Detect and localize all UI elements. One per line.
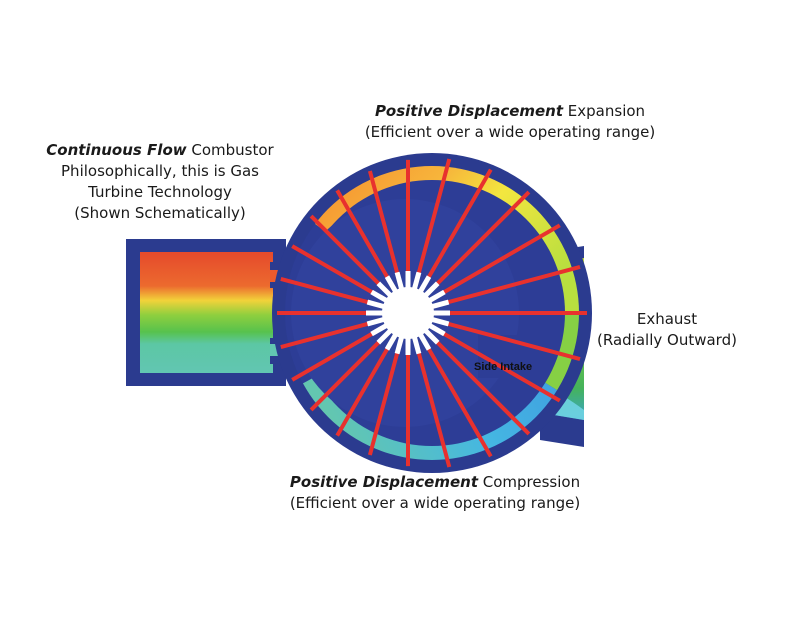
combustor-label-bold: Continuous Flow	[46, 141, 187, 159]
hub-slot	[422, 299, 450, 312]
rotor-vane	[434, 339, 531, 436]
hub-slot	[420, 289, 446, 308]
expansion-label-rest: Expansion	[563, 102, 646, 120]
hub-slot	[394, 327, 407, 355]
hub-slot	[366, 299, 394, 312]
hub-slot	[370, 318, 396, 337]
rotor-vane	[309, 214, 382, 287]
rotor-vane	[367, 351, 400, 456]
hub-slot	[376, 281, 399, 304]
expansion-label: Positive Displacement Expansion (Efficie…	[300, 101, 720, 143]
hub-slot	[413, 325, 432, 351]
rotor-vane	[441, 223, 561, 295]
combustor-label-rest: Combustor	[186, 141, 274, 159]
rotor-vane	[416, 351, 452, 468]
rotor-vane	[335, 189, 390, 280]
expansion-label-bold: Positive Displacement	[374, 102, 564, 120]
exhaust-label-line2: (Radially Outward)	[597, 331, 737, 349]
rotor-vane	[446, 321, 581, 362]
rotor-vane	[426, 346, 493, 458]
rotor-vane	[280, 276, 370, 305]
combustor-label: Continuous Flow Combustor Philosophicall…	[30, 140, 290, 224]
combustor-label-line3: Turbine Technology	[88, 183, 232, 201]
vane-group	[277, 158, 587, 468]
rotor-vane	[416, 158, 452, 275]
hub-slot	[409, 271, 422, 299]
compression-label-rest: Compression	[477, 473, 581, 491]
combustor-label-line4: (Shown Schematically)	[74, 204, 246, 222]
hub-slot	[417, 281, 440, 304]
rotor-vane	[426, 168, 493, 280]
hub-slot	[370, 289, 396, 308]
hub-slot	[376, 322, 399, 345]
expansion-label-line2: (Efficient over a wide operating range)	[364, 123, 656, 141]
side-intake-label: Side Intake	[474, 361, 533, 373]
hub-slot	[422, 314, 450, 327]
combustor-label-line2: Philosophically, this is Gas	[61, 162, 259, 180]
exhaust-label-line1: Exhaust	[636, 310, 698, 328]
hub-slot	[366, 314, 394, 327]
rotor-vane	[335, 346, 390, 437]
rotor-hub	[366, 271, 450, 355]
compression-label: Positive Displacement Compression (Effic…	[235, 472, 635, 514]
hub-slot	[384, 325, 403, 351]
compression-label-bold: Positive Displacement	[289, 473, 478, 491]
rotor-vane	[441, 331, 561, 403]
hub-slot	[384, 275, 403, 301]
rotor-vane	[291, 331, 375, 382]
compression-label-line2: (Efficient over a wide operating range)	[289, 494, 581, 512]
hub-slot	[394, 271, 407, 299]
exhaust-label: Exhaust (Radially Outward)	[592, 309, 742, 351]
rotor-vane	[434, 190, 531, 287]
rotor-vane	[367, 170, 400, 275]
hub-slot	[409, 327, 422, 355]
hub-slot	[420, 318, 446, 337]
hub-slot	[417, 322, 440, 345]
rotor-vane	[309, 339, 382, 412]
rotor-vane	[280, 321, 370, 350]
hub-slot	[413, 275, 432, 301]
rotor-vane	[291, 244, 375, 295]
rotor-vane	[446, 264, 581, 305]
